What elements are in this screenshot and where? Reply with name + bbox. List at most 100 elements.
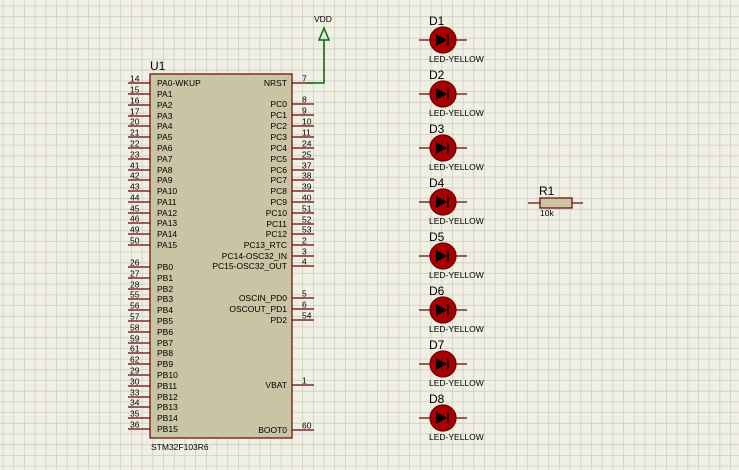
led-ref-label: D2 [429, 68, 445, 82]
mcu-pin-number: 35 [130, 409, 140, 419]
led-ref-label: D6 [429, 284, 445, 298]
mcu-pin-number: 9 [302, 106, 307, 116]
mcu-pin-number: 15 [130, 85, 140, 95]
led-ref-label: D8 [429, 392, 445, 406]
mcu-pin-label: PC9 [270, 197, 287, 207]
mcu-pin-label: PC14-OSC32_IN [222, 251, 287, 261]
mcu-pin-label: PC3 [270, 132, 287, 142]
mcu-pin-label: PB11 [157, 381, 177, 391]
mcu-pin-number: 26 [130, 258, 140, 268]
resistor-body[interactable] [539, 197, 573, 209]
mcu-pin-label: PB9 [157, 359, 173, 369]
mcu-pin-number: 44 [130, 193, 140, 203]
mcu-pin-number: 29 [130, 366, 140, 376]
mcu-pin-label: PC11 [266, 219, 287, 229]
mcu-pin-label: PB15 [157, 424, 178, 434]
diode-triangle-icon [436, 358, 447, 370]
mcu-pin-number: 53 [302, 225, 312, 235]
mcu-pin-label: PA14 [157, 229, 177, 239]
led-value-label: LED-YELLOW [429, 54, 484, 64]
mcu-pin-number: 37 [302, 161, 312, 171]
mcu-pin-label: PA10 [157, 186, 177, 196]
mcu-pin-label: PA1 [157, 89, 173, 99]
mcu-pin-label: VBAT [265, 380, 287, 390]
diode-triangle-icon [436, 88, 447, 100]
mcu-pin-number: 25 [302, 150, 312, 160]
mcu-pin-number: 6 [302, 300, 307, 310]
mcu-pin-label: PB14 [157, 413, 178, 423]
led-ref-label: D4 [429, 176, 445, 190]
mcu-pin-number: 50 [130, 236, 140, 246]
mcu-pin-number: 62 [130, 355, 140, 365]
mcu-pin-number: 49 [130, 225, 140, 235]
mcu-pin-number: 42 [130, 171, 140, 181]
mcu-pin-number: 38 [302, 171, 312, 181]
mcu-pin-number: 59 [130, 334, 140, 344]
mcu-pin-label: PA12 [157, 208, 177, 218]
mcu-pin-label: PD2 [270, 315, 287, 325]
mcu-pin-label: OSCIN_PD0 [239, 293, 287, 303]
led-column: D1LED-YELLOWD2LED-YELLOWD3LED-YELLOWD4LE… [419, 14, 484, 442]
mcu-pin-number: 22 [130, 139, 140, 149]
mcu-pin-label: PB4 [157, 305, 173, 315]
led-value-label: LED-YELLOW [429, 162, 484, 172]
mcu-pin-label: PB8 [157, 348, 173, 358]
mcu-pin-label: PB10 [157, 370, 178, 380]
mcu-pin-number: 56 [130, 301, 140, 311]
mcu-pin-label: PC6 [270, 165, 287, 175]
diode-triangle-icon [436, 412, 447, 424]
mcu-pin-label: PC1 [270, 110, 287, 120]
mcu-pin-label: PC2 [270, 121, 287, 131]
mcu-pin-number: 40 [302, 193, 312, 203]
mcu-pin-number: 46 [130, 214, 140, 224]
mcu-pin-label: NRST [264, 78, 287, 88]
mcu-pin-label: PC10 [266, 208, 288, 218]
mcu-pin-label: PA4 [157, 121, 173, 131]
led-ref-label: D5 [429, 230, 445, 244]
mcu-pin-number: 4 [302, 257, 307, 267]
vdd-terminal[interactable]: VDD [306, 14, 332, 84]
mcu-pin-number: 60 [302, 421, 312, 431]
mcu-pin-label: PA7 [157, 154, 173, 164]
mcu-pin-number: 52 [302, 215, 312, 225]
mcu-pin-number: 34 [130, 398, 140, 408]
mcu-pin-label: PA3 [157, 111, 173, 121]
led-value-label: LED-YELLOW [429, 432, 484, 442]
mcu-pin-label: PB3 [157, 294, 173, 304]
mcu-pin-number: 58 [130, 323, 140, 333]
mcu-pin-number: 45 [130, 204, 140, 214]
led-ref-label: D1 [429, 14, 445, 28]
mcu-part-label: STM32F103R6 [151, 442, 209, 452]
mcu-pin-label: PB6 [157, 327, 173, 337]
led-value-label: LED-YELLOW [429, 324, 484, 334]
mcu-pin-number: 24 [302, 139, 312, 149]
mcu-pin-number: 1 [302, 376, 307, 386]
led-value-label: LED-YELLOW [429, 216, 484, 226]
mcu-pin-number: 51 [302, 204, 312, 214]
mcu-pin-number: 27 [130, 269, 140, 279]
nrst-wire[interactable] [306, 40, 325, 84]
led-ref-label: D3 [429, 122, 445, 136]
mcu-pin-number: 7 [302, 74, 307, 84]
mcu-pin-number: 3 [302, 247, 307, 257]
mcu-pin-label: PA0-WKUP [157, 78, 201, 88]
diode-triangle-icon [436, 304, 447, 316]
mcu-pin-label: PA6 [157, 143, 173, 153]
mcu-pin-label: PB2 [157, 284, 173, 294]
resistor-r1[interactable]: R1 10k [528, 184, 583, 218]
mcu-pin-label: PB0 [157, 262, 173, 272]
mcu-pin-number: 21 [130, 128, 140, 138]
mcu-pin-number: 17 [130, 107, 140, 117]
mcu-pin-number: 14 [130, 74, 140, 84]
